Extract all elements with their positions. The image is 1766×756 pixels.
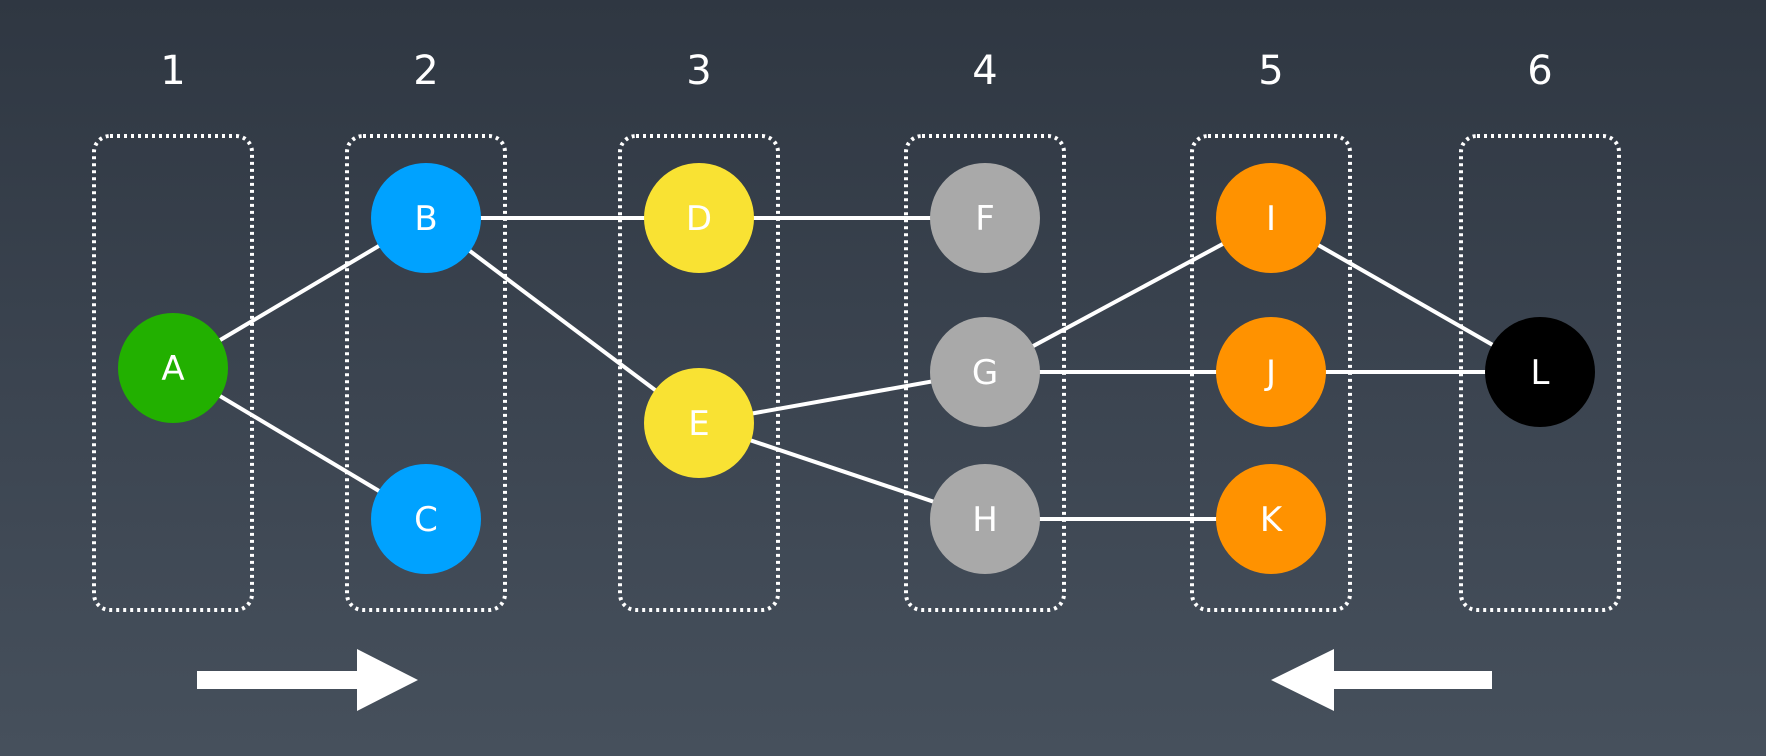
node-label-A: A: [161, 349, 184, 389]
node-circle-L: [1485, 317, 1595, 427]
direction-arrows: [197, 649, 1492, 711]
node-label-E: E: [688, 404, 709, 444]
node-circle-F: [930, 163, 1040, 273]
node-G: G: [930, 317, 1040, 427]
node-label-L: L: [1531, 353, 1550, 393]
edges: [171, 216, 1541, 521]
node-K: K: [1216, 464, 1326, 574]
node-H: H: [930, 464, 1040, 574]
column-label-2: 2: [413, 48, 438, 94]
node-label-G: G: [972, 353, 998, 393]
column-label-4: 4: [972, 48, 997, 94]
node-B: B: [371, 163, 481, 273]
column-box-1: [92, 134, 254, 612]
node-I: I: [1216, 163, 1326, 273]
node-label-I: I: [1266, 199, 1276, 239]
column-label-6: 6: [1527, 48, 1552, 94]
column-label-5: 5: [1258, 48, 1283, 94]
node-circle-J: [1216, 317, 1326, 427]
column-label-1: 1: [160, 48, 185, 94]
column-labels: 1 2 3 4 5 6: [160, 48, 1552, 94]
node-J: J: [1216, 317, 1326, 427]
node-label-K: K: [1260, 500, 1284, 540]
node-circle-G: [930, 317, 1040, 427]
node-circle-K: [1216, 464, 1326, 574]
node-C: C: [371, 464, 481, 574]
column-box-2: [345, 134, 507, 612]
arrow-left-icon: [1271, 649, 1492, 711]
node-circle-B: [371, 163, 481, 273]
node-circle-C: [371, 464, 481, 574]
arrow-right-icon: [197, 649, 418, 711]
node-label-C: C: [414, 500, 438, 540]
node-circle-A: [118, 313, 228, 423]
node-F: F: [930, 163, 1040, 273]
node-D: D: [644, 163, 754, 273]
nodes: A B C D E F G H I J K L: [118, 163, 1595, 574]
node-E: E: [644, 368, 754, 478]
node-circle-E: [644, 368, 754, 478]
node-label-D: D: [686, 199, 712, 239]
node-label-J: J: [1264, 353, 1276, 393]
column-box-3: [618, 134, 780, 612]
node-A: A: [118, 313, 228, 423]
node-label-H: H: [972, 500, 998, 540]
node-label-F: F: [975, 199, 995, 239]
node-circle-H: [930, 464, 1040, 574]
node-circle-D: [644, 163, 754, 273]
edge-B-E: [424, 216, 701, 425]
column-label-3: 3: [686, 48, 711, 94]
node-circle-I: [1216, 163, 1326, 273]
node-label-B: B: [414, 199, 437, 239]
node-L: L: [1485, 317, 1595, 427]
